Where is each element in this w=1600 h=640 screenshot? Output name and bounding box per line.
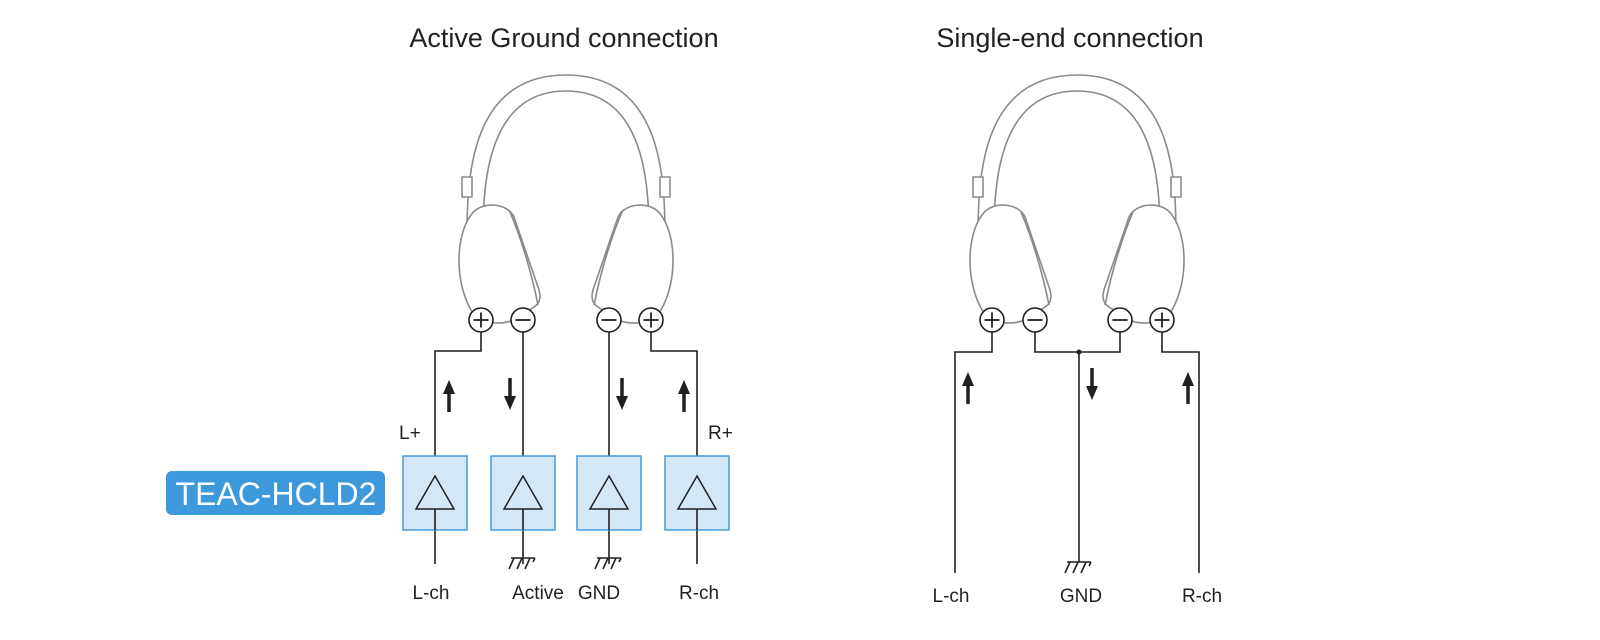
device-badge: TEAC-HCLD2	[166, 471, 385, 515]
amplifier-active-gnd-r-icon	[576, 455, 642, 531]
active-ground-wires	[434, 332, 698, 564]
amplifier-l-icon	[402, 455, 468, 531]
r-plus-terminal-icon	[1149, 307, 1175, 333]
r-minus-terminal-icon	[596, 307, 622, 333]
l-plus-terminal-icon	[979, 307, 1005, 333]
amplifier-r-icon	[664, 455, 730, 531]
amplifier-active-gnd-l-icon	[490, 455, 556, 531]
arrow-down-icon	[614, 376, 630, 412]
arrow-up-icon	[960, 370, 976, 406]
l-ch-label: L-ch	[933, 586, 970, 607]
r-plus-label: R+	[708, 423, 733, 444]
ground-icon	[508, 557, 536, 570]
active-ground-title: Active Ground connection	[409, 23, 718, 53]
r-ch-label: R-ch	[679, 583, 719, 604]
arrow-up-icon	[1180, 370, 1196, 406]
r-ch-label: R-ch	[1182, 586, 1222, 607]
ground-icon	[1064, 561, 1092, 574]
arrow-up-icon	[676, 378, 692, 414]
gnd-label: GND	[578, 583, 620, 604]
l-ch-label: L-ch	[413, 583, 450, 604]
arrow-down-icon	[502, 376, 518, 412]
l-minus-terminal-icon	[510, 307, 536, 333]
arrow-down-icon	[1084, 366, 1100, 402]
headphone-left	[458, 74, 674, 324]
active-label: Active	[512, 583, 564, 604]
single-end-title: Single-end connection	[936, 23, 1203, 53]
junction-dot	[1076, 349, 1082, 355]
headphone-right	[969, 74, 1185, 324]
gnd-label: GND	[1060, 586, 1102, 607]
single-end-diagram: Single-end connection L-ch GND R-ch	[933, 23, 1223, 607]
arrow-up-icon	[441, 378, 457, 414]
l-plus-label: L+	[399, 423, 421, 444]
ground-icon	[594, 557, 622, 570]
l-minus-terminal-icon	[1022, 307, 1048, 333]
r-minus-terminal-icon	[1107, 307, 1133, 333]
l-plus-terminal-icon	[468, 307, 494, 333]
device-badge-label: TEAC-HCLD2	[176, 476, 377, 512]
r-plus-terminal-icon	[638, 307, 664, 333]
single-end-wires	[954, 332, 1200, 573]
active-ground-diagram: Active Ground connection L+ R+	[399, 23, 733, 604]
